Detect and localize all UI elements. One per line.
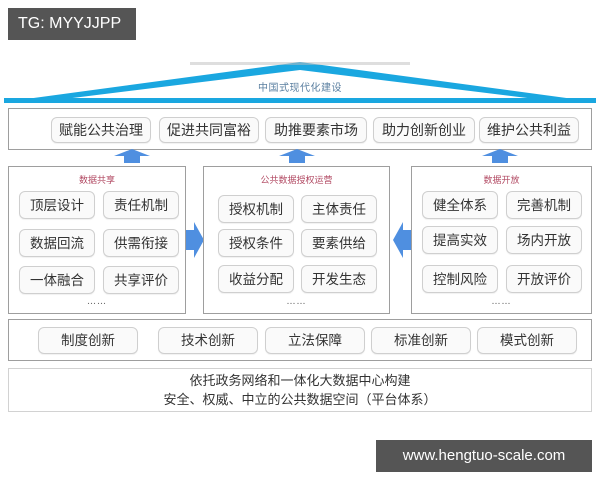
arrow-up-icon — [482, 149, 518, 163]
goal-item: 赋能公共治理 — [51, 117, 151, 143]
innovation-item: 立法保障 — [265, 327, 365, 354]
sharing-item: 供需衔接 — [103, 229, 179, 257]
arrow-up-icon — [279, 149, 315, 163]
innovation-item: 技术创新 — [158, 327, 258, 354]
arrow-up-icon — [114, 149, 150, 163]
opening-item: 完善机制 — [506, 191, 582, 219]
opening-item: 提高实效 — [422, 226, 498, 254]
more-ellipsis: …… — [491, 297, 512, 307]
sharing-item: 数据回流 — [19, 229, 95, 257]
sharing-item: 顶层设计 — [19, 191, 95, 219]
watermark-bottom: www.hengtuo-scale.com — [376, 440, 592, 472]
goal-item: 维护公共利益 — [479, 117, 579, 143]
goal-item: 助力创新创业 — [373, 117, 475, 143]
roof-title: 中国式现代化建设 — [258, 83, 342, 94]
operation-item: 开发生态 — [301, 265, 377, 293]
opening-item: 健全体系 — [422, 191, 498, 219]
innovation-item: 模式创新 — [477, 327, 577, 354]
opening-item: 开放评价 — [506, 265, 582, 293]
arrow-left-icon — [393, 222, 411, 258]
goal-item: 促进共同富裕 — [159, 117, 259, 143]
goals-panel: 赋能公共治理 促进共同富裕 助推要素市场 助力创新创业 维护公共利益 — [8, 108, 592, 150]
data-opening-title: 数据开放 — [483, 176, 520, 186]
more-ellipsis: …… — [87, 297, 107, 307]
roof-triangle-icon — [4, 62, 596, 103]
innovation-panel: 制度创新 技术创新 立法保障 标准创新 模式创新 — [8, 319, 592, 361]
watermark-top: TG: MYYJJPP — [8, 8, 136, 40]
innovation-item: 标准创新 — [371, 327, 471, 354]
operation-item: 主体责任 — [301, 195, 377, 223]
operation-item: 授权条件 — [218, 229, 294, 257]
operation-item: 收益分配 — [218, 265, 294, 293]
sharing-item: 一体融合 — [19, 266, 95, 294]
foundation-line-2: 安全、权威、中立的公共数据空间（平台体系） — [163, 393, 437, 408]
data-opening-panel: 数据开放 健全体系 完善机制 提高实效 场内开放 控制风险 开放评价 …… — [411, 166, 592, 314]
goal-item: 助推要素市场 — [265, 117, 367, 143]
more-ellipsis: …… — [286, 297, 307, 307]
operation-item: 授权机制 — [218, 195, 294, 223]
operation-item: 要素供给 — [301, 229, 377, 257]
authorized-operation-title: 公共数据授权运营 — [260, 176, 333, 186]
opening-item: 控制风险 — [422, 265, 498, 293]
foundation-line-1: 依托政务网络和一体化大数据中心构建 — [189, 374, 411, 389]
opening-item: 场内开放 — [506, 226, 582, 254]
foundation-panel: 依托政务网络和一体化大数据中心构建 安全、权威、中立的公共数据空间（平台体系） — [8, 368, 592, 412]
sharing-item: 责任机制 — [103, 191, 179, 219]
data-sharing-title: 数据共享 — [78, 176, 115, 186]
sharing-item: 共享评价 — [103, 266, 179, 294]
authorized-operation-panel: 公共数据授权运营 授权机制 主体责任 授权条件 要素供给 收益分配 开发生态 …… — [203, 166, 390, 314]
data-sharing-panel: 数据共享 顶层设计 责任机制 数据回流 供需衔接 一体融合 共享评价 …… — [8, 166, 186, 314]
innovation-item: 制度创新 — [38, 327, 138, 354]
arrow-right-icon — [186, 222, 204, 258]
